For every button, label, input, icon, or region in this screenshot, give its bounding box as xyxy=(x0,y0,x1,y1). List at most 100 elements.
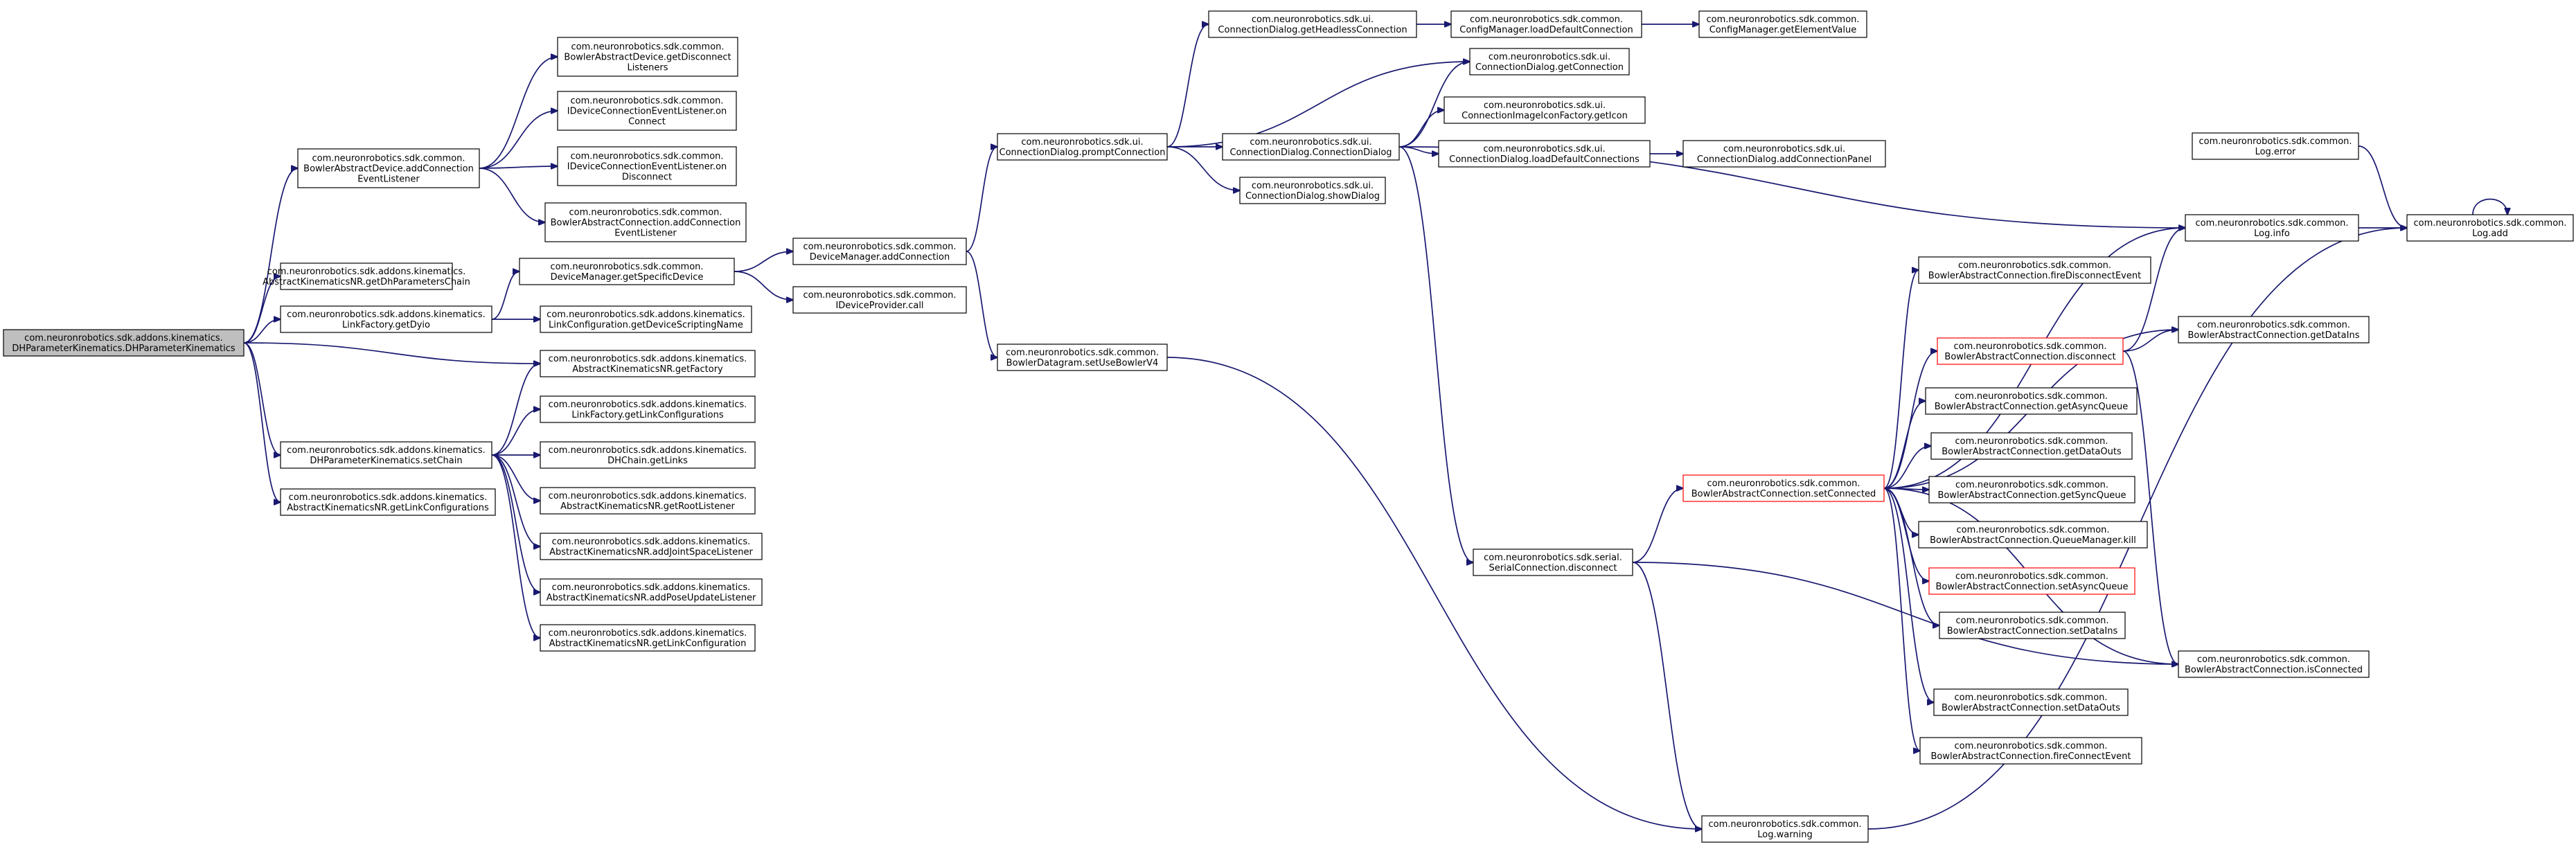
node-add-conn-panel[interactable]: com.neuronrobotics.sdk.ui.ConnectionDial… xyxy=(1682,140,1886,168)
node-set-async-queue[interactable]: com.neuronrobotics.sdk.common.BowlerAbst… xyxy=(1928,567,2135,595)
node-get-link-configs-a-k[interactable]: com.neuronrobotics.sdk.addons.kinematics… xyxy=(280,488,496,516)
node-box xyxy=(1438,140,1651,168)
node-label-line: com.neuronrobotics.sdk.common. xyxy=(1955,571,2108,582)
node-label-line: BowlerAbstractConnection.getDataOuts xyxy=(1942,447,2122,457)
call-edge xyxy=(1166,146,1240,190)
node-serial-disconnect[interactable]: com.neuronrobotics.sdk.serial.SerialConn… xyxy=(1473,549,1633,576)
call-edge xyxy=(1166,62,1470,148)
node-set-data-outs[interactable]: com.neuronrobotics.sdk.common.BowlerAbst… xyxy=(1933,688,2129,716)
node-is-connected[interactable]: com.neuronrobotics.sdk.common.BowlerAbst… xyxy=(2178,650,2370,678)
call-edge xyxy=(966,251,997,357)
node-add-joint-space[interactable]: com.neuronrobotics.sdk.addons.kinematics… xyxy=(540,533,763,560)
call-edge xyxy=(734,271,793,300)
node-dm-add-connection[interactable]: com.neuronrobotics.sdk.common.DeviceMana… xyxy=(792,238,967,265)
edge-setChain-to-getLinkConfig xyxy=(491,454,540,638)
node-box xyxy=(1939,612,2126,639)
node-cd-get-connection[interactable]: com.neuronrobotics.sdk.ui.ConnectionDial… xyxy=(1469,48,1630,75)
node-label-line: ConnectionDialog.promptConnection xyxy=(1000,148,1166,158)
node-box xyxy=(3,329,245,357)
node-fire-disconnect[interactable]: com.neuronrobotics.sdk.common.BowlerAbst… xyxy=(1918,256,2151,284)
node-root[interactable]: com.neuronrobotics.sdk.addons.kinematics… xyxy=(3,329,245,357)
edge-setConnected-to-getDataOuts xyxy=(1883,446,1931,489)
node-label-line: com.neuronrobotics.sdk.addons.kinematics… xyxy=(549,445,747,456)
node-on-connect[interactable]: com.neuronrobotics.sdk.common.IDeviceCon… xyxy=(557,91,737,131)
call-edge xyxy=(479,168,545,222)
call-edge xyxy=(491,454,540,592)
node-set-chain[interactable]: com.neuronrobotics.sdk.addons.kinematics… xyxy=(280,441,492,469)
call-edge xyxy=(491,271,519,320)
call-edge xyxy=(491,364,540,456)
node-get-icon[interactable]: com.neuronrobotics.sdk.ui.ConnectionImag… xyxy=(1444,96,1646,124)
node-connection-dialog[interactable]: com.neuronrobotics.sdk.ui.ConnectionDial… xyxy=(1222,133,1400,161)
node-label-line: com.neuronrobotics.sdk.common. xyxy=(1958,260,2111,271)
node-box xyxy=(792,238,967,265)
node-get-data-ins[interactable]: com.neuronrobotics.sdk.common.BowlerAbst… xyxy=(2178,316,2370,344)
node-label-line: com.neuronrobotics.sdk.addons.kinematics… xyxy=(289,492,488,503)
node-get-headless[interactable]: com.neuronrobotics.sdk.ui.ConnectionDial… xyxy=(1208,10,1417,38)
edge-promptConnection-to-cdGetConnection xyxy=(1166,62,1470,148)
node-get-sync-queue[interactable]: com.neuronrobotics.sdk.common.BowlerAbst… xyxy=(1928,476,2135,503)
node-get-device-scripting[interactable]: com.neuronrobotics.sdk.addons.kinematics… xyxy=(540,305,752,333)
node-idp-call[interactable]: com.neuronrobotics.sdk.common.IDevicePro… xyxy=(792,286,967,314)
edge-root-to-setChain xyxy=(243,342,281,455)
node-log-error[interactable]: com.neuronrobotics.sdk.common.Log.error xyxy=(2192,132,2359,160)
node-get-async-queue[interactable]: com.neuronrobotics.sdk.common.BowlerAbst… xyxy=(1925,387,2138,415)
node-label-line: DeviceManager.getSpecificDevice xyxy=(551,272,704,283)
node-label-line: com.neuronrobotics.sdk.ui. xyxy=(1250,137,1371,148)
edge-logAdd-self-loop xyxy=(2472,198,2507,215)
node-label-line: com.neuronrobotics.sdk.addons.kinematics… xyxy=(549,354,747,364)
node-set-data-ins[interactable]: com.neuronrobotics.sdk.common.BowlerAbst… xyxy=(1939,612,2126,639)
node-get-data-outs[interactable]: com.neuronrobotics.sdk.common.BowlerAbst… xyxy=(1930,432,2133,460)
node-add-conn-listener[interactable]: com.neuronrobotics.sdk.common.BowlerAbst… xyxy=(297,148,480,188)
edge-root-to-getDhChain xyxy=(243,276,281,344)
node-queue-kill[interactable]: com.neuronrobotics.sdk.common.BowlerAbst… xyxy=(1918,521,2148,549)
call-edge xyxy=(1883,446,1931,489)
node-log-warning[interactable]: com.neuronrobotics.sdk.common.Log.warnin… xyxy=(1701,815,1869,843)
node-label-line: com.neuronrobotics.sdk.common. xyxy=(1955,480,2108,490)
node-set-connected[interactable]: com.neuronrobotics.sdk.common.BowlerAbst… xyxy=(1682,474,1885,502)
node-label-line: LinkFactory.getLinkConfigurations xyxy=(571,410,724,420)
node-label-line: Log.error xyxy=(2255,147,2296,157)
node-get-dh-chain[interactable]: com.neuronrobotics.sdk.addons.kinematics… xyxy=(263,262,470,290)
call-edge xyxy=(491,454,540,501)
call-edge xyxy=(243,342,281,502)
node-show-dialog[interactable]: com.neuronrobotics.sdk.ui.ConnectionDial… xyxy=(1239,177,1386,204)
node-get-disconn-listeners[interactable]: com.neuronrobotics.sdk.common.BowlerAbst… xyxy=(557,37,738,77)
node-load-default-conn[interactable]: com.neuronrobotics.sdk.common.ConfigMana… xyxy=(1450,10,1642,38)
node-label-line: com.neuronrobotics.sdk.common. xyxy=(803,242,956,252)
node-label-line: com.neuronrobotics.sdk.common. xyxy=(2197,654,2350,665)
node-log-info[interactable]: com.neuronrobotics.sdk.common.Log.info xyxy=(2185,214,2359,242)
call-edge xyxy=(243,276,281,344)
node-set-use-bowler-v-4[interactable]: com.neuronrobotics.sdk.common.BowlerData… xyxy=(997,344,1168,371)
node-load-default-conns[interactable]: com.neuronrobotics.sdk.ui.ConnectionDial… xyxy=(1438,140,1651,168)
node-get-factory[interactable]: com.neuronrobotics.sdk.addons.kinematics… xyxy=(540,350,756,377)
node-label-line: com.neuronrobotics.sdk.common. xyxy=(569,208,722,218)
node-bac-add-conn-listener[interactable]: com.neuronrobotics.sdk.common.BowlerAbst… xyxy=(544,202,747,242)
node-get-specific-device[interactable]: com.neuronrobotics.sdk.common.DeviceMana… xyxy=(519,258,735,285)
node-label-line: BowlerAbstractConnection.setConnected xyxy=(1691,489,1876,499)
node-label-line: AbstractKinematicsNR.getDhParametersChai… xyxy=(263,277,470,287)
node-prompt-connection[interactable]: com.neuronrobotics.sdk.ui.ConnectionDial… xyxy=(997,133,1168,161)
node-bac-disconnect[interactable]: com.neuronrobotics.sdk.common.BowlerAbst… xyxy=(1937,337,2124,365)
edge-root-to-getLinkConfigsAK xyxy=(243,342,281,502)
node-fire-connect[interactable]: com.neuronrobotics.sdk.common.BowlerAbst… xyxy=(1919,737,2142,765)
node-get-root-listener[interactable]: com.neuronrobotics.sdk.addons.kinematics… xyxy=(540,487,756,515)
node-dh-get-links[interactable]: com.neuronrobotics.sdk.addons.kinematics… xyxy=(540,441,756,469)
node-label-line: com.neuronrobotics.sdk.common. xyxy=(2413,218,2566,229)
node-log-add[interactable]: com.neuronrobotics.sdk.common.Log.add xyxy=(2406,214,2574,242)
node-box xyxy=(1208,10,1417,38)
edge-setChain-to-addPoseUpdate xyxy=(491,454,540,592)
edge-setChain-to-getFactory xyxy=(491,364,540,456)
node-label-line: com.neuronrobotics.sdk.common. xyxy=(1955,436,2108,447)
node-lf-get-link-configs[interactable]: com.neuronrobotics.sdk.addons.kinematics… xyxy=(540,395,756,423)
node-get-element-value[interactable]: com.neuronrobotics.sdk.common.ConfigMana… xyxy=(1698,10,1867,38)
node-get-dyio[interactable]: com.neuronrobotics.sdk.addons.kinematics… xyxy=(280,305,492,333)
edge-setConnected-to-setDataIns xyxy=(1883,488,1939,625)
node-get-link-config[interactable]: com.neuronrobotics.sdk.addons.kinematics… xyxy=(540,624,756,652)
edge-dmAddConnection-to-setUseBowlerV4 xyxy=(966,251,997,357)
node-on-disconnect[interactable]: com.neuronrobotics.sdk.common.IDeviceCon… xyxy=(557,146,737,186)
node-add-pose-update[interactable]: com.neuronrobotics.sdk.addons.kinematics… xyxy=(540,578,763,606)
call-edge xyxy=(491,409,540,456)
node-label-line: BowlerAbstractConnection.setDataOuts xyxy=(1942,703,2120,713)
edge-setConnected-to-getAsyncQueue xyxy=(1883,401,1926,489)
